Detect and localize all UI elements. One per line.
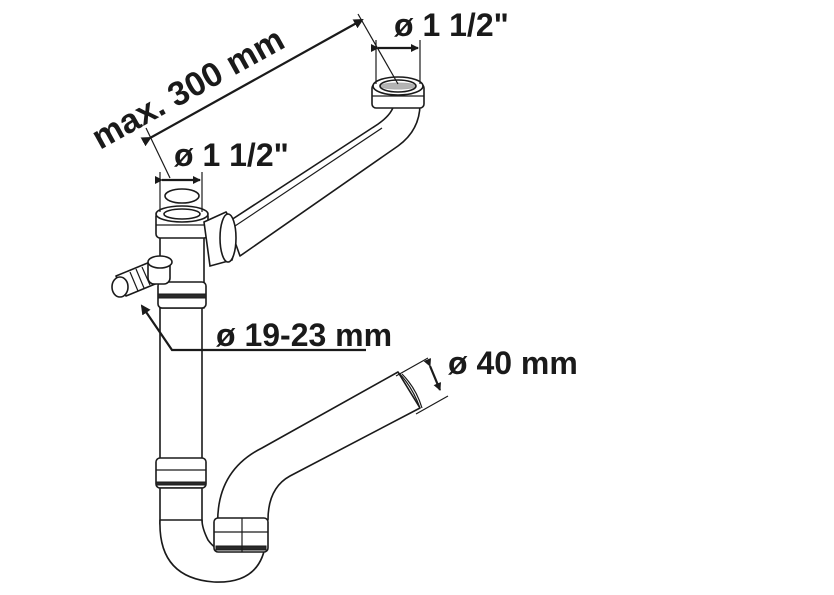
hose-connector	[111, 255, 173, 298]
connecting-pipe	[227, 103, 421, 257]
label-hose: ø 19-23 mm	[216, 317, 392, 353]
outlet-pipe	[216, 371, 423, 531]
label-left-inlet: ø 1 1/2"	[174, 137, 289, 173]
label-outlet: ø 40 mm	[448, 345, 578, 381]
dimension-right-inlet	[371, 40, 421, 84]
label-right-inlet: ø 1 1/2"	[394, 7, 509, 43]
tee-fitting	[155, 188, 237, 309]
dimension-hose	[140, 304, 366, 352]
dimension-left-inlet	[155, 172, 203, 212]
lower-nut	[155, 457, 207, 525]
dimension-outlet	[395, 357, 449, 415]
bend-nut	[213, 517, 269, 553]
right-inlet	[371, 76, 425, 109]
vertical-pipe	[159, 299, 203, 471]
